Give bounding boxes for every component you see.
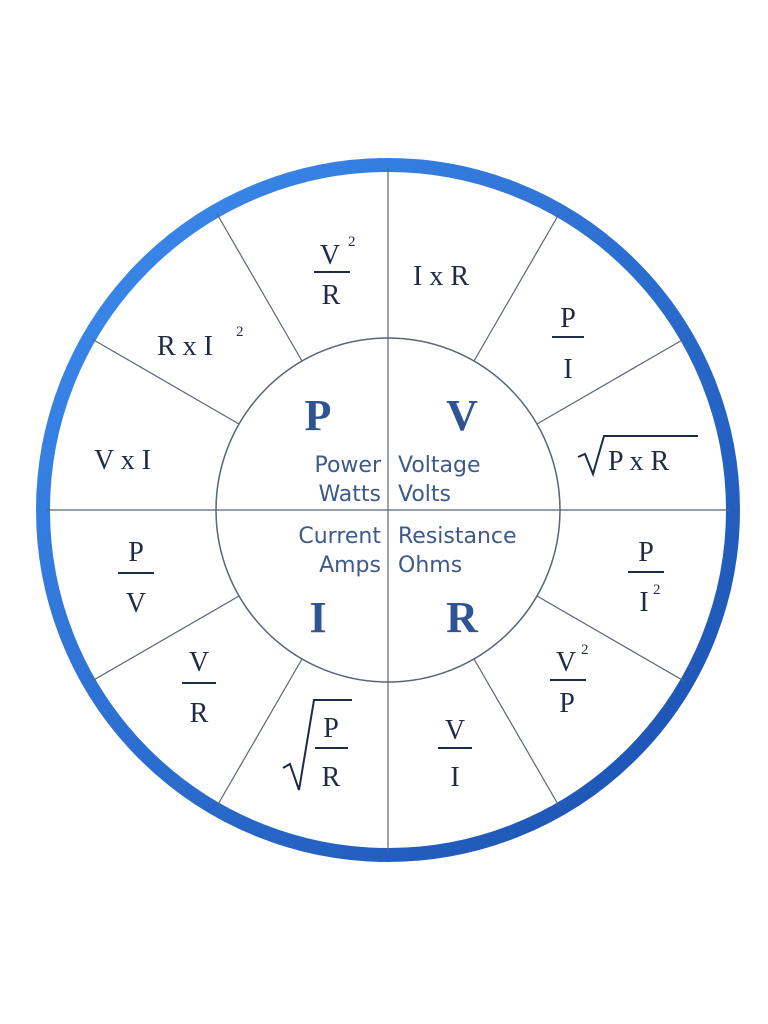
voltage-letter: V	[446, 391, 478, 440]
denominator: I	[563, 354, 572, 385]
exponent: 2	[653, 582, 661, 598]
denominator: P	[559, 688, 575, 719]
spoke-dividers	[46, 168, 730, 852]
formula-voltage-sqrt-p-x-r: P x R	[577, 435, 698, 478]
current-letter: I	[309, 593, 326, 642]
expression: P x R	[608, 446, 670, 477]
denominator: R	[190, 698, 209, 729]
exponent: 2	[236, 324, 244, 340]
numerator: P	[560, 303, 576, 334]
numerator: P	[323, 713, 339, 744]
power-letter: P	[305, 391, 332, 440]
resistance-name: Resistance	[398, 524, 517, 549]
denominator: I	[639, 587, 648, 618]
expression: V x I	[94, 445, 151, 476]
power-unit: Watts	[318, 482, 381, 507]
formula-power-v-x-i: V x I	[94, 445, 151, 476]
formula-voltage-p-over-i: P I	[552, 303, 584, 385]
expression: I x R	[413, 261, 469, 292]
expression: R x I	[157, 331, 213, 362]
resistance-unit: Ohms	[398, 553, 462, 578]
numerator: V	[189, 647, 209, 678]
voltage-unit: Volts	[398, 482, 451, 507]
exponent: 2	[348, 234, 356, 250]
square-root-sign	[282, 699, 352, 791]
numerator: V	[556, 647, 576, 678]
formula-power-v2-over-r: V 2 R	[314, 234, 356, 311]
formula-resistance-v-over-i: V I	[438, 715, 472, 793]
formula-voltage-i-x-r: I x R	[413, 261, 469, 292]
denominator: V	[126, 588, 146, 619]
denominator: R	[322, 762, 341, 793]
formula-power-r-x-i2: R x I 2	[157, 324, 244, 362]
power-name: Power	[314, 453, 381, 478]
current-unit: Amps	[319, 553, 381, 578]
resistance-letter: R	[446, 593, 479, 642]
current-name: Current	[298, 524, 381, 549]
numerator: P	[638, 537, 654, 568]
voltage-name: Voltage	[398, 453, 481, 478]
exponent: 2	[581, 642, 589, 658]
numerator: V	[445, 715, 465, 746]
formula-resistance-v2-over-p: V 2 P	[550, 642, 589, 719]
numerator: V	[320, 240, 340, 271]
formula-resistance-p-over-i2: P I 2	[628, 537, 664, 618]
formula-current-sqrt-p-over-r: P R	[282, 699, 352, 793]
denominator: R	[322, 280, 341, 311]
square-root-sign	[577, 435, 698, 478]
denominator: I	[450, 762, 459, 793]
formula-current-v-over-r: V R	[182, 647, 216, 729]
formula-current-p-over-v: P V	[118, 537, 154, 619]
numerator: P	[128, 537, 144, 568]
